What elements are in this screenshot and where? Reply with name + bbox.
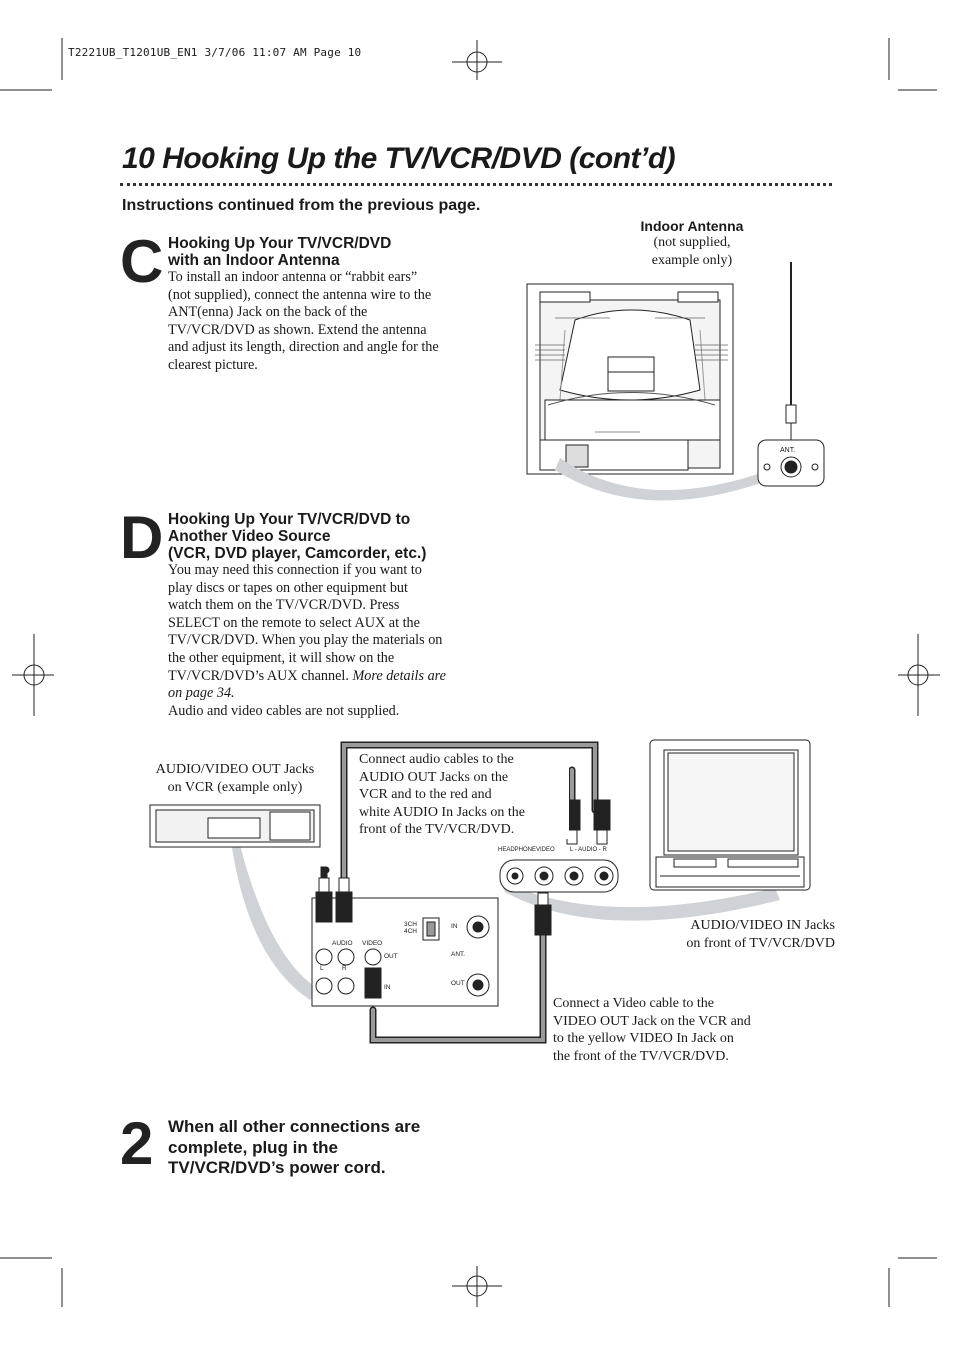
- step-2-text: When all other connections are complete,…: [168, 1117, 488, 1179]
- av-in-label-1: AUDIO/VIDEO IN Jacks: [690, 918, 835, 933]
- ant-jack-label: ANT.: [780, 447, 796, 454]
- front-video-label: VIDEO: [536, 847, 555, 853]
- av-in-caption: AUDIO/VIDEO IN Jacks on front of TV/VCR/…: [655, 917, 835, 952]
- section-c-body-5: and adjust its length, direction and ang…: [168, 339, 439, 356]
- video-note-4: the front of the TV/VCR/DVD.: [553, 1048, 729, 1064]
- section-d-body-7: TV/VCR/DVD’s AUX channel. More details a…: [168, 668, 488, 686]
- ch-switch-label: 3CH 4CH: [404, 921, 417, 935]
- ch-4-label: 4CH: [404, 928, 418, 935]
- antenna-note-2: example only): [651, 252, 733, 268]
- rear-l-label: L: [320, 965, 324, 972]
- section-d-body-6: the other equipment, it will show on the: [168, 649, 395, 666]
- audio-cable-note: Connect audio cables to the AUDIO OUT Ja…: [359, 751, 569, 839]
- video-note-3: to the yellow VIDEO In Jack on: [553, 1031, 734, 1047]
- section-d-body-4: SELECT on the remote to select AUX at th…: [168, 614, 420, 631]
- audio-note-4: white AUDIO In Jacks on the: [359, 804, 526, 820]
- antenna-label: Indoor Antenna: [640, 218, 744, 234]
- video-note-2: VIDEO OUT Jack on the VCR and: [553, 1013, 751, 1029]
- rf-in-label: IN: [451, 923, 458, 930]
- rear-out-label: OUT: [384, 953, 398, 960]
- section-d-body-7a: TV/VCR/DVD’s AUX channel.: [168, 667, 353, 684]
- section-d-body-9: Audio and video cables are not supplied.: [168, 702, 400, 719]
- section-letter-c: C: [120, 228, 164, 295]
- rear-ant-label: ANT.: [451, 951, 466, 958]
- section-d-text: Hooking Up Your TV/VCR/DVD to Another Vi…: [168, 511, 488, 720]
- section-d-heading-line2: Another Video Source: [168, 528, 331, 545]
- section-c-heading-line2: with an Indoor Antenna: [168, 252, 340, 269]
- page-reference-2: on page 34.: [168, 685, 235, 702]
- antenna-note-1: (not supplied,: [653, 235, 731, 250]
- front-audio-label: L - AUDIO - R: [570, 847, 607, 853]
- av-in-label-2: on front of TV/VCR/DVD: [686, 935, 835, 951]
- section-d-body-5: TV/VCR/DVD. When you play the materials …: [168, 632, 443, 649]
- section-d-heading-line3: (VCR, DVD player, Camcorder, etc.): [168, 545, 427, 562]
- ch-3-label: 3CH: [404, 921, 418, 928]
- section-c-heading-line1: Hooking Up Your TV/VCR/DVD: [168, 235, 392, 252]
- step-2-line-1: When all other connections are: [168, 1117, 421, 1136]
- vcr-out-label-1: AUDIO/VIDEO OUT Jacks: [155, 762, 315, 777]
- audio-note-3: VCR and to the red and: [359, 787, 492, 803]
- video-note-1: Connect a Video cable to the: [553, 996, 715, 1011]
- step-number-2: 2: [120, 1110, 154, 1177]
- rear-in-label: IN: [384, 984, 391, 991]
- audio-note-1: Connect audio cables to the: [359, 752, 514, 767]
- section-c-text: Hooking Up Your TV/VCR/DVD with an Indoo…: [168, 235, 488, 375]
- audio-note-2: AUDIO OUT Jacks on the: [359, 769, 509, 785]
- section-d-body-8: on page 34.: [168, 685, 488, 703]
- section-d-body-3: watch them on the TV/VCR/DVD. Press: [168, 597, 400, 614]
- section-c-body-4: TV/VCR/DVD as shown. Extend the antenna: [168, 321, 427, 338]
- audio-note-5: front of the TV/VCR/DVD.: [359, 822, 515, 838]
- vcr-out-caption: AUDIO/VIDEO OUT Jacks on VCR (example on…: [140, 761, 330, 796]
- vcr-out-label-2: on VCR (example only): [167, 779, 303, 795]
- section-d-body-2: play discs or tapes on other equipment b…: [168, 579, 408, 596]
- step-2-line-2: complete, plug in the: [168, 1137, 339, 1157]
- rf-out-label: OUT: [451, 980, 465, 987]
- step-2-line-3: TV/VCR/DVD’s power cord.: [168, 1158, 386, 1177]
- section-c-body-2: (not supplied), connect the antenna wire…: [168, 286, 432, 303]
- print-slug: T2221UB_T1201UB_EN1 3/7/06 11:07 AM Page…: [68, 46, 362, 59]
- continued-note: Instructions continued from the previous…: [122, 197, 481, 214]
- title-divider: [120, 183, 832, 186]
- page-reference: More details are: [352, 667, 446, 684]
- rear-r-label: R: [342, 965, 347, 972]
- section-letter-d: D: [120, 504, 164, 571]
- antenna-caption: Indoor Antenna (not supplied, example on…: [600, 218, 784, 269]
- section-d-heading-line1: Hooking Up Your TV/VCR/DVD to: [168, 511, 411, 528]
- page-title: 10 Hooking Up the TV/VCR/DVD (cont’d): [122, 142, 676, 175]
- headphone-label: HEADPHONE: [498, 847, 537, 853]
- section-d-body-1: You may need this connection if you want…: [168, 562, 422, 578]
- rear-audio-label: AUDIO: [332, 940, 353, 947]
- section-c-body-3: ANT(enna) Jack on the back of the: [168, 304, 368, 321]
- section-c-body-6: clearest picture.: [168, 356, 258, 373]
- video-cable-note: Connect a Video cable to the VIDEO OUT J…: [553, 995, 793, 1065]
- rear-video-label: VIDEO: [362, 940, 383, 947]
- section-c-body-1: To install an indoor antenna or “rabbit …: [168, 269, 418, 285]
